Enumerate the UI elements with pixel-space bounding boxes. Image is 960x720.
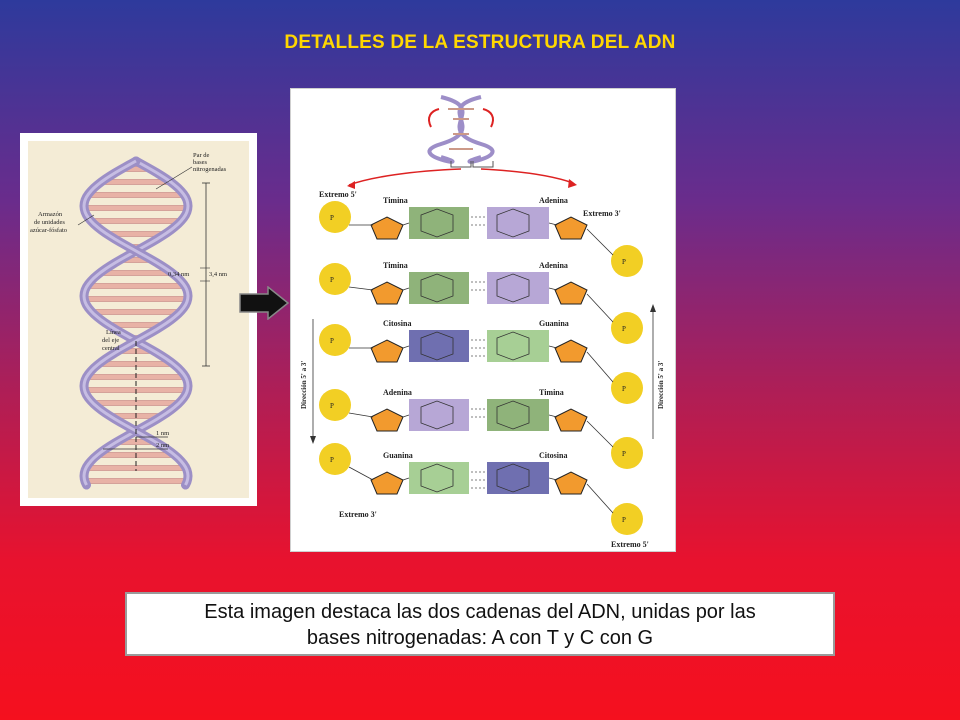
- base-pair-rung: [87, 192, 185, 198]
- phosphate-group-left: [319, 443, 351, 475]
- sugar-pentagon-left: [370, 281, 404, 305]
- mini-helix-icon: [347, 95, 577, 189]
- phosphate-group-right: [611, 245, 643, 277]
- label-dist-2nm: 2 nm: [156, 442, 169, 449]
- label-direction-left: Dirección 5' a 3': [300, 361, 308, 409]
- sugar-pentagon-left: [370, 471, 404, 495]
- base-pair-rung: [86, 283, 186, 289]
- caption-box: Esta imagen destaca las dos cadenas del …: [125, 592, 835, 656]
- label-linea-1: Línea: [106, 329, 121, 336]
- label-par-bases-3: nitrogenadas: [193, 166, 227, 173]
- label-dist-1nm: 1 nm: [156, 430, 169, 437]
- phosphate-group-left: [319, 389, 351, 421]
- phosphate-group-left: [319, 263, 351, 295]
- base-pair-rung: [84, 478, 188, 484]
- phosphate-group-right: [611, 437, 643, 469]
- base-block-right: [487, 272, 549, 304]
- sugar-pentagon-right: [554, 281, 588, 305]
- label-linea-2: del eje: [102, 337, 119, 344]
- sugar-pentagon-left: [370, 339, 404, 363]
- sugar-pentagon-left: [370, 216, 404, 240]
- base-block-left: [409, 462, 469, 494]
- base-label-left: Timina: [383, 261, 408, 270]
- svg-text:P: P: [622, 258, 626, 266]
- label-dist-034: 0,34 nm: [168, 271, 189, 278]
- svg-text:P: P: [330, 214, 334, 222]
- double-helix-figure: Par de bases nitrogenadas Armazón de uni…: [20, 133, 257, 506]
- label-dist-34: 3,4 nm: [209, 271, 227, 278]
- base-pair-rung: [91, 309, 181, 315]
- label-par-bases-1: Par de: [193, 152, 210, 159]
- base-label-left: Adenina: [383, 388, 412, 397]
- caption-line-1: Esta imagen destaca las dos cadenas del …: [204, 601, 756, 623]
- base-block-right: [487, 399, 549, 431]
- base-block-left: [409, 399, 469, 431]
- base-label-left: Timina: [383, 196, 408, 205]
- svg-text:P: P: [622, 385, 626, 393]
- label-linea-3: central: [102, 345, 120, 352]
- label-par-bases-2: bases: [193, 159, 208, 166]
- base-block-left: [409, 207, 469, 239]
- phosphate-group-left: [319, 201, 351, 233]
- base-pair-rung: [99, 270, 173, 276]
- page-title: DETALLES DE LA ESTRUCTURA DEL ADN: [284, 32, 676, 53]
- base-pair-rung: [84, 296, 188, 302]
- sugar-pentagon-left: [370, 408, 404, 432]
- base-pair-rung: [90, 218, 182, 224]
- base-block-right: [487, 207, 549, 239]
- label-armazon-3: azúcar-fósfato: [30, 227, 67, 234]
- base-pair-detail-figure: Extremo 5' Extremo 3' Extremo 3' Extremo…: [290, 88, 676, 552]
- base-label-left: Citosina: [383, 319, 411, 328]
- label-extremo-5-top: Extremo 5': [319, 190, 357, 199]
- base-label-right: Citosina: [539, 451, 567, 460]
- label-extremo-5-bottom: Extremo 5': [611, 540, 649, 549]
- phosphate-group-left: [319, 324, 351, 356]
- base-label-right: Adenina: [539, 261, 568, 270]
- svg-text:P: P: [330, 402, 334, 410]
- svg-text:P: P: [622, 325, 626, 333]
- sugar-pentagon-right: [554, 471, 588, 495]
- svg-text:P: P: [330, 276, 334, 284]
- base-label-right: Adenina: [539, 196, 568, 205]
- helix-illustration: Par de bases nitrogenadas Armazón de uni…: [30, 152, 227, 490]
- phosphate-group-right: [611, 372, 643, 404]
- svg-text:P: P: [622, 516, 626, 524]
- base-label-right: Guanina: [539, 319, 569, 328]
- label-armazon-1: Armazón: [38, 211, 63, 218]
- label-armazon-2: de unidades: [34, 219, 65, 226]
- sugar-pentagon-right: [554, 408, 588, 432]
- sugar-pentagon-right: [554, 216, 588, 240]
- phosphate-group-right: [611, 312, 643, 344]
- label-direction-right: Dirección 5' a 3': [657, 361, 665, 409]
- svg-text:P: P: [622, 450, 626, 458]
- svg-text:P: P: [330, 337, 334, 345]
- label-extremo-3-top: Extremo 3': [583, 209, 621, 218]
- base-block-right: [487, 330, 549, 362]
- base-pair-rung: [83, 205, 189, 211]
- svg-text:P: P: [330, 456, 334, 464]
- base-block-right: [487, 462, 549, 494]
- base-pair-diagram: Extremo 5' Extremo 3' Extremo 3' Extremo…: [300, 95, 665, 549]
- base-block-left: [409, 272, 469, 304]
- base-block-left: [409, 330, 469, 362]
- right-arrow-icon: [239, 286, 290, 320]
- phosphate-group-right: [611, 503, 643, 535]
- caption-line-2: bases nitrogenadas: A con T y C con G: [306, 627, 654, 649]
- base-label-left: Guanina: [383, 451, 413, 460]
- base-label-right: Timina: [539, 388, 564, 397]
- label-extremo-3-bottom: Extremo 3': [339, 510, 377, 519]
- sugar-pentagon-right: [554, 339, 588, 363]
